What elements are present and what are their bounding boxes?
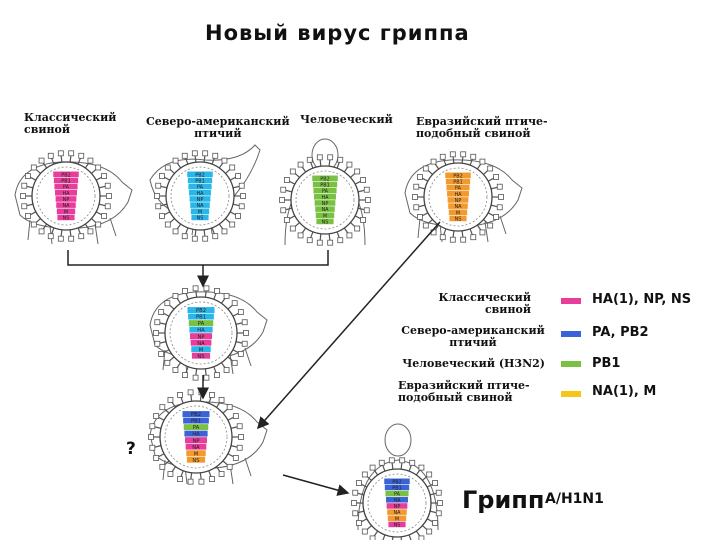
svg-text:HA: HA bbox=[454, 192, 462, 198]
svg-text:NP: NP bbox=[63, 197, 70, 203]
svg-text:NA: NA bbox=[454, 204, 462, 210]
svg-text:PB2: PB2 bbox=[61, 172, 70, 178]
question-mark: ? bbox=[126, 439, 136, 459]
legend-segments-human: PB1 bbox=[592, 356, 621, 371]
svg-text:NA: NA bbox=[192, 445, 200, 451]
svg-text:PB2: PB2 bbox=[191, 412, 201, 418]
svg-text:NP: NP bbox=[322, 201, 329, 207]
legend-swatch-na-avian bbox=[561, 331, 581, 337]
source-label-human: Человеческий bbox=[300, 113, 393, 126]
svg-text:M: M bbox=[64, 209, 68, 215]
svg-text:NS: NS bbox=[63, 215, 70, 221]
svg-text:NS: NS bbox=[197, 354, 205, 360]
svg-text:NP: NP bbox=[455, 198, 462, 204]
svg-text:NA: NA bbox=[321, 207, 329, 213]
svg-text:HA: HA bbox=[393, 498, 401, 504]
svg-text:NA: NA bbox=[62, 203, 70, 209]
svg-text:M: M bbox=[456, 210, 460, 216]
svg-text:PB1: PB1 bbox=[61, 178, 70, 184]
legend-segments-eurasian: NA(1), M bbox=[592, 384, 657, 399]
svg-text:HA: HA bbox=[192, 432, 200, 438]
result-label: Грипп bbox=[462, 486, 545, 514]
svg-text:NS: NS bbox=[192, 458, 200, 464]
svg-text:M: M bbox=[198, 209, 202, 215]
svg-text:PB1: PB1 bbox=[453, 179, 462, 185]
svg-text:PB1: PB1 bbox=[191, 419, 201, 425]
source-label-na-avian: Северо-американский птичий bbox=[146, 115, 290, 141]
svg-text:PA: PA bbox=[63, 185, 70, 191]
svg-text:HA: HA bbox=[62, 191, 70, 197]
svg-text:PA: PA bbox=[455, 186, 462, 192]
arrow-to-new-virus bbox=[282, 474, 350, 496]
legend-swatch-eurasian bbox=[561, 391, 581, 397]
svg-text:NA: NA bbox=[197, 341, 205, 347]
legend-swatch-human bbox=[561, 361, 581, 367]
svg-text:PB2: PB2 bbox=[196, 308, 206, 314]
svg-text:M: M bbox=[395, 516, 399, 522]
svg-text:NA: NA bbox=[393, 510, 401, 516]
svg-text:M: M bbox=[194, 451, 199, 457]
svg-text:HA: HA bbox=[197, 328, 205, 334]
svg-text:PA: PA bbox=[198, 321, 205, 327]
svg-text:PB1: PB1 bbox=[196, 315, 206, 321]
result-subtype: A/H1N1 bbox=[545, 491, 604, 507]
svg-text:NA: NA bbox=[196, 203, 204, 209]
legend-label-na-avian: Северо-американский птичий bbox=[401, 324, 545, 350]
svg-text:PB2: PB2 bbox=[195, 172, 204, 178]
svg-text:NS: NS bbox=[197, 215, 204, 221]
svg-text:PB2: PB2 bbox=[320, 176, 329, 182]
svg-text:NP: NP bbox=[394, 504, 401, 510]
legend-segments-na-avian: PA, PB2 bbox=[592, 325, 649, 340]
svg-text:PA: PA bbox=[322, 189, 329, 195]
svg-text:HA: HA bbox=[321, 195, 329, 201]
svg-text:HA: HA bbox=[196, 191, 204, 197]
legend-swatch-classic-swine bbox=[561, 298, 581, 304]
svg-text:PA: PA bbox=[197, 185, 204, 191]
svg-text:NS: NS bbox=[455, 216, 462, 222]
source-label-eurasian: Евразийский птиче- подобный свиной bbox=[416, 115, 548, 141]
svg-text:PA: PA bbox=[394, 492, 401, 498]
svg-text:NS: NS bbox=[322, 219, 329, 225]
svg-text:PB2: PB2 bbox=[392, 479, 401, 485]
merge-bracket bbox=[67, 250, 329, 266]
svg-text:PB1: PB1 bbox=[195, 178, 204, 184]
svg-text:PA: PA bbox=[193, 425, 200, 431]
legend-label-human: Человеческий (H3N2) bbox=[402, 357, 545, 370]
svg-text:PB1: PB1 bbox=[392, 485, 401, 491]
svg-text:NS: NS bbox=[394, 522, 401, 528]
legend-label-eurasian: Евразийский птиче- подобный свиной bbox=[398, 379, 530, 405]
svg-text:PB1: PB1 bbox=[320, 182, 329, 188]
source-label-classic-swine: Классический свиной bbox=[24, 111, 117, 137]
arrow-eurasian-to-reassortant bbox=[257, 221, 441, 430]
svg-text:PB2: PB2 bbox=[453, 173, 462, 179]
svg-text:NP: NP bbox=[197, 334, 204, 340]
svg-text:M: M bbox=[199, 347, 204, 353]
legend-label-classic-swine: Классический свиной bbox=[438, 291, 531, 317]
svg-text:NP: NP bbox=[192, 438, 199, 444]
svg-text:NP: NP bbox=[197, 197, 204, 203]
svg-text:M: M bbox=[323, 213, 327, 219]
human-host-new bbox=[357, 423, 439, 531]
page-title: Новый вирус гриппа bbox=[205, 21, 470, 45]
legend-segments-classic-swine: HA(1), NP, NS bbox=[592, 292, 692, 307]
